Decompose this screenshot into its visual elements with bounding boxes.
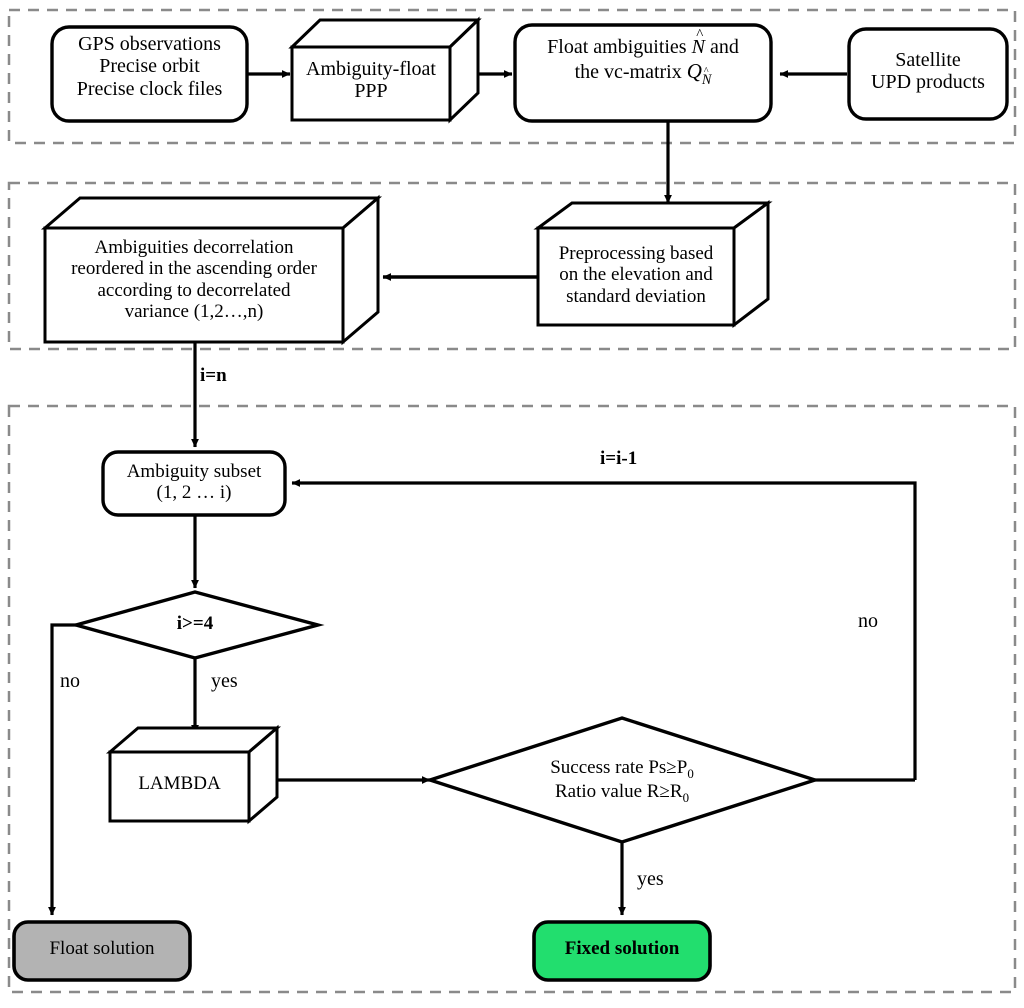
lambda-box[interactable]: [105, 724, 282, 825]
preprocessing-box[interactable]: [533, 200, 773, 329]
edge-feedback-loop: [291, 478, 917, 780]
float-solution-box[interactable]: [12, 920, 192, 982]
group-input-frame: [7, 8, 1017, 145]
group-preprocess-frame: [7, 181, 1017, 351]
ambiguity-subset-box[interactable]: [101, 450, 287, 517]
decision-success-diamond[interactable]: [424, 716, 821, 844]
float-ambiguities-box[interactable]: [513, 23, 773, 123]
edge-decision-i-no: [47, 623, 76, 916]
ambiguity-float-ppp-box[interactable]: [288, 16, 482, 124]
satellite-upd-box[interactable]: [847, 27, 1009, 121]
decorrelation-box[interactable]: [40, 194, 383, 346]
gps-input-box[interactable]: [50, 25, 249, 123]
decision-i-diamond[interactable]: [69, 590, 325, 660]
group-search-frame: [7, 404, 1017, 994]
fixed-solution-box[interactable]: [532, 920, 712, 982]
